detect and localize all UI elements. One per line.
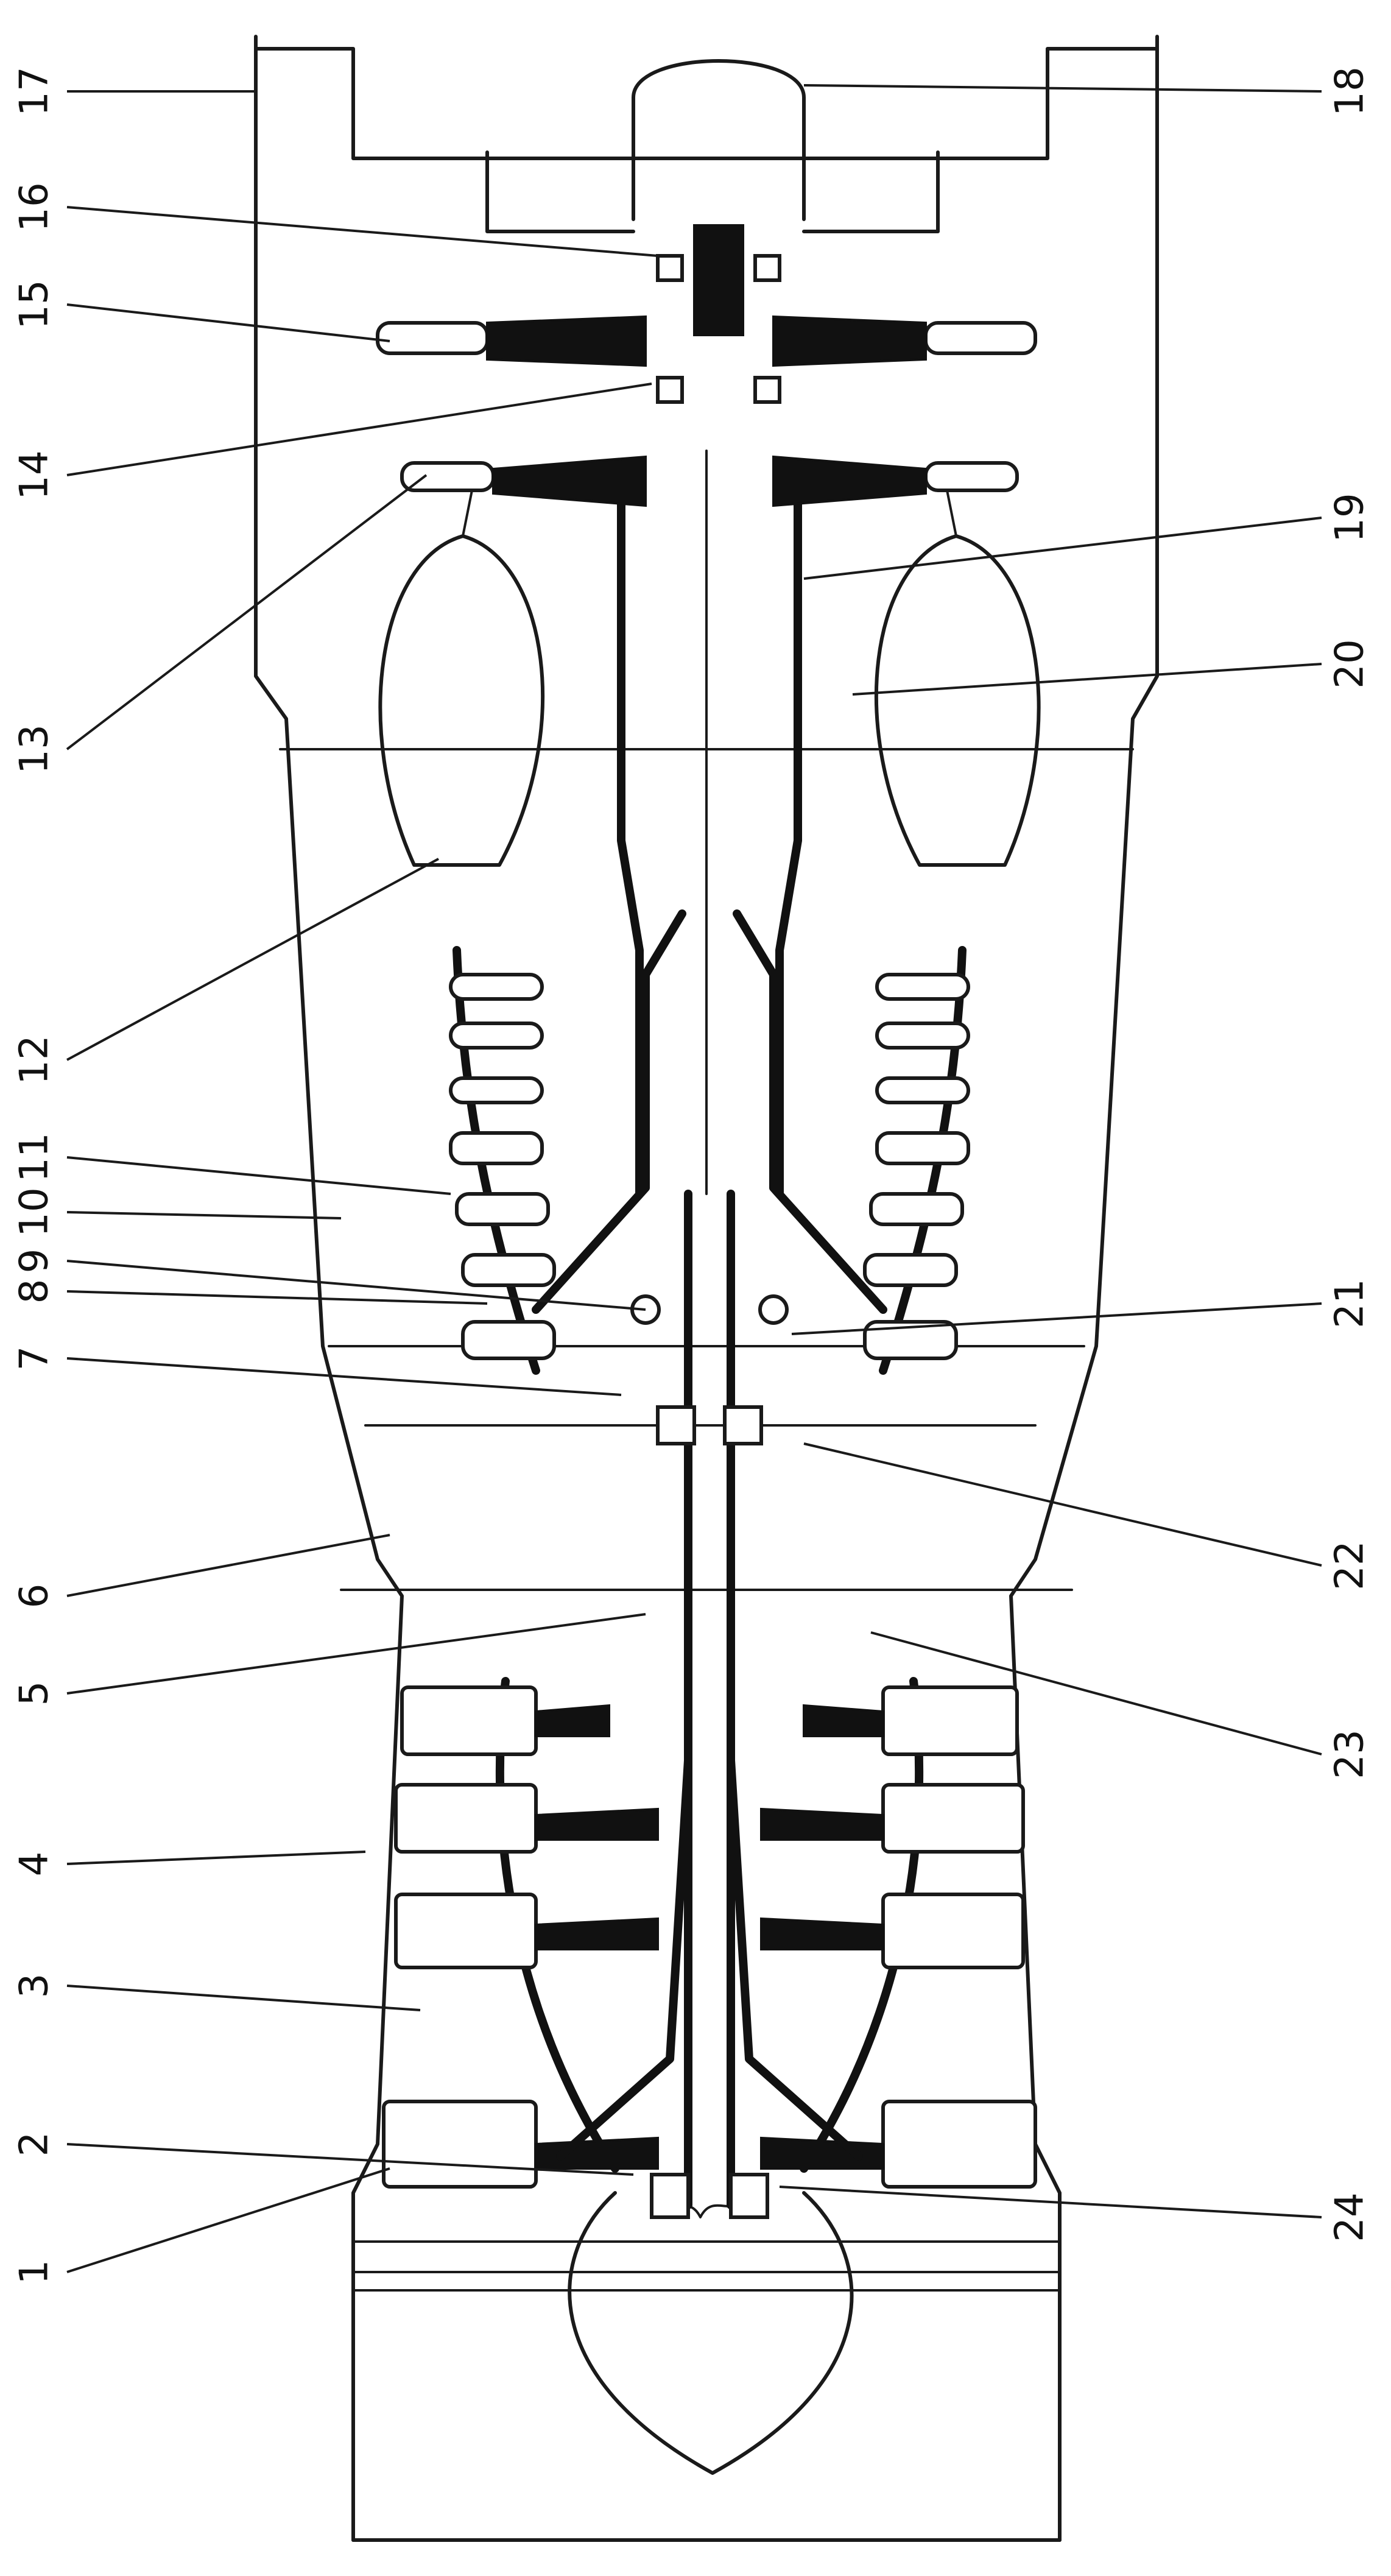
callout-label-17: 17: [12, 66, 57, 116]
callout-label-3: 3: [12, 1974, 57, 1999]
callout-label-16: 16: [12, 182, 57, 231]
fan-and-lp-compressor: [382, 1677, 1037, 2189]
callout-label-7: 7: [12, 1346, 57, 1371]
engine-outer-casing: [254, 35, 1159, 2542]
callout-label-18: 18: [1328, 66, 1373, 116]
callout-label-6: 6: [12, 1584, 57, 1609]
callout-label-8: 8: [12, 1279, 57, 1304]
turbine: [376, 224, 1037, 507]
callout-label-24: 24: [1328, 2192, 1373, 2242]
hp-compressor: [449, 909, 970, 1375]
callout-label-14: 14: [12, 450, 57, 499]
exhaust-cone: [485, 59, 940, 233]
callout-label-19: 19: [1328, 493, 1373, 542]
callout-label-12: 12: [12, 1035, 57, 1084]
callout-label-23: 23: [1328, 1729, 1373, 1779]
callout-label-1: 1: [12, 2260, 57, 2285]
callout-label-2: 2: [12, 2132, 57, 2157]
callout-label-20: 20: [1328, 639, 1373, 688]
inlet-spinner: [568, 2191, 854, 2475]
callout-label-13: 13: [12, 724, 57, 774]
leader-lines: [66, 84, 1322, 2273]
callout-label-10: 10: [12, 1187, 57, 1237]
callout-label-22: 22: [1328, 1540, 1373, 1590]
callout-label-11: 11: [12, 1132, 57, 1182]
callout-label-15: 15: [12, 280, 57, 329]
combustor: [378, 474, 1041, 867]
lp-shaft: [650, 1190, 769, 2219]
callout-labels-right: 18 19 20 21 22 23 24: [1328, 66, 1373, 2242]
callout-label-9: 9: [12, 1249, 57, 1274]
callout-label-4: 4: [12, 1852, 57, 1877]
callout-label-5: 5: [12, 1681, 57, 1706]
hp-shaft: [617, 450, 802, 1198]
callout-label-21: 21: [1328, 1279, 1373, 1328]
